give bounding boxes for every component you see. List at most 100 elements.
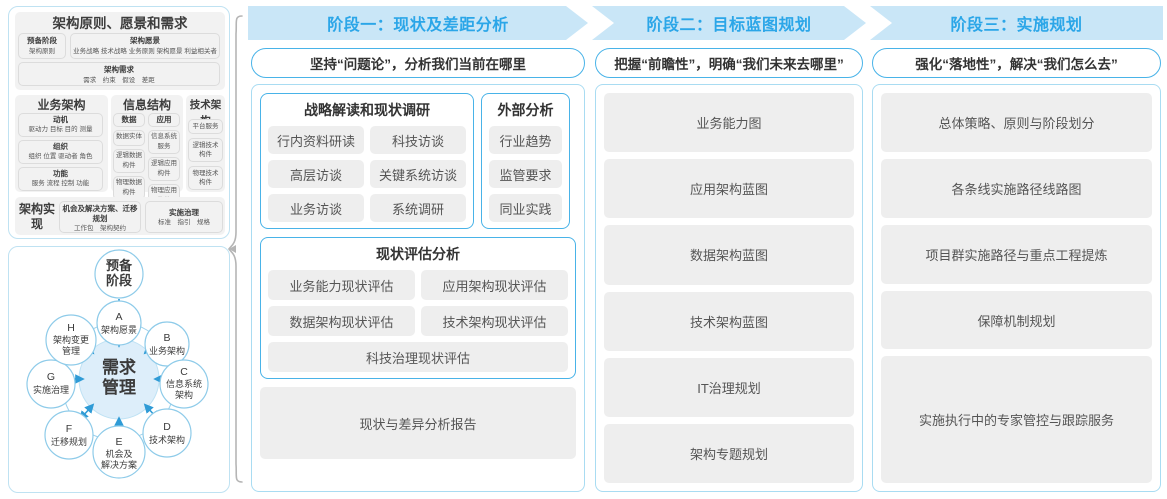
chip-business-interview[interactable]: 业务访谈: [268, 194, 364, 222]
implementation-card-governance-title: 实施治理: [169, 208, 199, 217]
chip-application-architecture-blueprint[interactable]: 应用架构蓝图: [604, 159, 854, 219]
chip-system-survey[interactable]: 系统调研: [370, 194, 466, 222]
business-architecture-cards: 动机 驱动力 目标 目的 测量 组织 组织 位置 驱动者 角色 功能 服务 流程…: [18, 113, 103, 194]
adm-node-e-label1: 机会及: [105, 448, 132, 459]
grouping-brace: [228, 15, 243, 483]
phase-1-subtitle: 坚持“问题论”，分析我们当前在哪里: [251, 48, 585, 78]
info-data-header-title: 数据: [121, 115, 137, 124]
chip-architecture-topic-plan[interactable]: 架构专题规划: [604, 423, 854, 484]
info-logical-app-component: 逻辑应用构件: [148, 157, 180, 181]
chip-data-architecture-blueprint[interactable]: 数据架构蓝图: [604, 225, 854, 285]
chip-industry-trend[interactable]: 行业趋势: [489, 126, 562, 154]
chip-overall-strategy-principles[interactable]: 总体策略、原则与阶段划分: [881, 93, 1152, 152]
chip-gap-analysis-report[interactable]: 现状与差异分析报告: [260, 387, 576, 459]
business-card-organization-items: 组织 位置 驱动者 角色: [28, 153, 93, 160]
phase-2-subtitle: 把握“前瞻性”，明确“我们未来去哪里”: [595, 48, 863, 78]
adm-node-h-label2: 管理: [62, 345, 80, 356]
business-card-organization: 组织 组织 位置 驱动者 角色: [18, 140, 103, 164]
phase-2-item-list: 业务能力图 应用架构蓝图 数据架构蓝图 技术架构蓝图 IT治理规划 架构专题规划: [604, 93, 854, 484]
adm-node-d-key: D: [163, 421, 171, 433]
section-external-analysis-title: 外部分析: [497, 102, 554, 118]
adm-node-c-label1: 信息系统: [166, 378, 202, 389]
implementation-card-opportunities: 机会及解决方案、迁移规划 工作包 架构契约: [59, 201, 141, 233]
adm-node-f-label: 迁移规划: [51, 436, 87, 447]
adm-node-e-key: E: [115, 436, 122, 448]
chip-it-governance-plan[interactable]: IT治理规划: [604, 357, 854, 417]
adm-node-h-label1: 架构变更: [53, 334, 89, 345]
group-principles-title: 架构原则、愿景和需求: [52, 16, 188, 31]
group-information-structure-title: 信息结构: [122, 98, 171, 112]
technology-architecture-cards: 平台服务 逻辑技术构件 物理技术构件: [188, 119, 223, 194]
section-strategy-research-title: 战略解读和现状调研: [304, 102, 430, 118]
information-structure-columns: 数据 数据实体 逻辑数据构件 物理数据构件 应用 信息系统服务: [113, 113, 181, 211]
assessment-chip-grid: 业务能力现状评估 应用架构现状评估 数据架构现状评估 技术架构现状评估: [268, 270, 568, 336]
adm-node-f-key: F: [66, 423, 72, 435]
chip-data-architecture-assessment[interactable]: 数据架构现状评估: [268, 306, 415, 336]
info-system-service-text: 信息系统服务: [151, 133, 177, 150]
phase-2-header[interactable]: 阶段二：目标蓝图规划: [592, 6, 866, 40]
card-architecture-vision-items: 业务战略 技术战略 业务原则 架构愿景 利益相关者: [73, 48, 217, 55]
adm-node-g-label: 实施治理: [33, 384, 69, 395]
adm-node-b-label: 业务架构: [149, 345, 185, 356]
card-architecture-requirements: 架构需求 需求 约束 假设 差距: [18, 62, 220, 86]
chip-expert-control-tracking-service[interactable]: 实施执行中的专家管控与跟踪服务: [881, 356, 1152, 483]
section-current-state-assessment: 现状评估分析 业务能力现状评估 应用架构现状评估 数据架构现状评估 技术架构现状…: [260, 237, 576, 379]
phase-3-header[interactable]: 阶段三：实施规划: [870, 6, 1163, 40]
adm-node-b-key: B: [163, 332, 170, 344]
adm-node-c-label2: 架构: [175, 389, 193, 400]
adm-center-line2: 管理: [102, 377, 136, 397]
chip-technology-architecture-blueprint[interactable]: 技术架构蓝图: [604, 291, 854, 351]
chip-line-implementation-roadmap[interactable]: 各条线实施路径线路图: [881, 158, 1152, 218]
tech-card-platform-service: 平台服务: [188, 119, 223, 134]
info-data-header: 数据: [113, 113, 145, 127]
card-pre-stage-title: 预备阶段: [27, 36, 57, 45]
adm-cycle-panel: 需求 管理 预备 阶段 A 架构愿景: [8, 246, 230, 493]
card-architecture-requirements-title: 架构需求: [104, 65, 134, 74]
implementation-card-opportunities-title: 机会及解决方案、迁移规划: [62, 204, 138, 223]
adm-node-a-label: 架构愿景: [101, 324, 137, 335]
adm-cycle-diagram: 需求 管理 预备 阶段 A 架构愿景: [26, 249, 209, 479]
chip-tech-governance-assessment[interactable]: 科技治理现状评估: [268, 342, 568, 372]
phase-1-top-row: 战略解读和现状调研 行内资料研读 科技访谈 高层访谈 关键系统访谈 业务访谈 系…: [260, 93, 576, 229]
info-logical-data-component: 逻辑数据构件: [113, 149, 145, 173]
card-pre-stage: 预备阶段 架构原则: [18, 33, 66, 59]
tech-card-logical-component: 逻辑技术构件: [188, 138, 223, 162]
chip-key-system-interview[interactable]: 关键系统访谈: [370, 160, 466, 188]
chip-peer-practice[interactable]: 同业实践: [489, 194, 562, 222]
adm-node-g-key: G: [47, 371, 55, 383]
chip-application-architecture-assessment[interactable]: 应用架构现状评估: [421, 270, 568, 300]
adm-node-prelim: [94, 249, 144, 299]
phase-3-item-list: 总体策略、原则与阶段划分 各条线实施路径线路图 项目群实施路径与重点工程提炼 保…: [881, 93, 1152, 483]
togaf-content-framework-panel: 架构原则、愿景和需求 预备阶段 架构原则 架构愿景 业务战略 技术战略 业务原则…: [8, 6, 230, 239]
business-card-function-title: 功能: [53, 169, 68, 178]
card-architecture-vision-title: 架构愿景: [130, 36, 160, 45]
info-physical-data-component: 物理数据构件: [113, 176, 145, 200]
adm-node-g: [26, 359, 76, 409]
business-card-motivation: 动机 驱动力 目标 目的 测量: [18, 113, 103, 137]
implementation-card-governance-items: 标准 指引 规格: [158, 219, 210, 226]
chip-business-capability-assessment[interactable]: 业务能力现状评估: [268, 270, 415, 300]
chip-tech-interview[interactable]: 科技访谈: [370, 126, 466, 154]
chip-safeguard-mechanism-plan[interactable]: 保障机制规划: [881, 290, 1152, 350]
chip-regulatory-requirement[interactable]: 监管要求: [489, 160, 562, 188]
info-physical-data-component-text: 物理数据构件: [116, 179, 142, 196]
adm-node-c-key: C: [180, 366, 188, 378]
information-application-column: 应用 信息系统服务 逻辑应用构件 物理应用构件: [148, 113, 180, 211]
card-architecture-vision: 架构愿景 业务战略 技术战略 业务原则 架构愿景 利益相关者: [70, 33, 220, 59]
adm-center-line1: 需求: [102, 357, 136, 377]
chip-internal-docs[interactable]: 行内资料研读: [268, 126, 364, 154]
chip-technology-architecture-assessment[interactable]: 技术架构现状评估: [421, 306, 568, 336]
chip-business-capability-map[interactable]: 业务能力图: [604, 93, 854, 153]
chip-exec-interview[interactable]: 高层访谈: [268, 160, 364, 188]
card-pre-stage-items: 架构原则: [29, 48, 55, 55]
phase-1-body: 战略解读和现状调研 行内资料研读 科技访谈 高层访谈 关键系统访谈 业务访谈 系…: [251, 84, 585, 492]
implementation-card-governance: 实施治理 标准 指引 规格: [145, 201, 223, 233]
business-card-motivation-items: 驱动力 目标 目的 测量: [28, 126, 93, 133]
left-reference-column: 架构原则、愿景和需求 预备阶段 架构原则 架构愿景 业务战略 技术战略 业务原则…: [8, 6, 230, 493]
info-logical-app-component-text: 逻辑应用构件: [151, 160, 177, 177]
info-logical-data-component-text: 逻辑数据构件: [116, 152, 142, 169]
phase-1-header[interactable]: 阶段一：现状及差距分析: [248, 6, 588, 40]
chip-program-roadmap-key-projects[interactable]: 项目群实施路径与重点工程提炼: [881, 224, 1152, 284]
adm-node-a: [96, 300, 142, 346]
info-system-service: 信息系统服务: [148, 130, 180, 154]
